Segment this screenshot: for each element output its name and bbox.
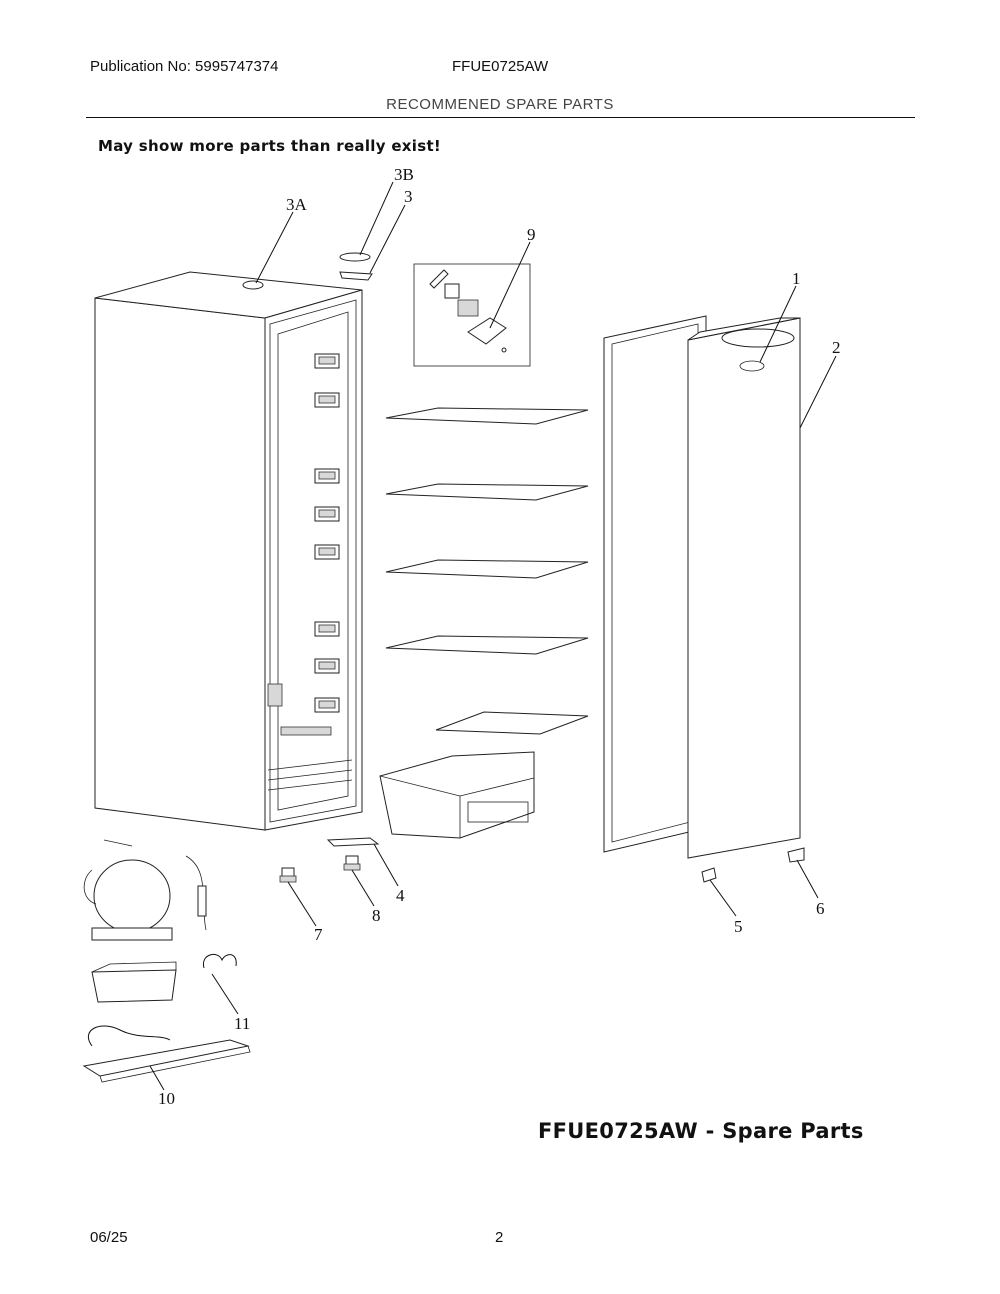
page-number: 2 — [495, 1229, 504, 1246]
crisper-drawer — [379, 751, 535, 839]
footer-date: 06/25 — [90, 1229, 128, 1246]
callout-5: 5 — [734, 917, 743, 936]
publication-number: Publication No: 5995747374 — [90, 58, 279, 75]
lower-hinges — [701, 847, 805, 883]
callout-7: 7 — [314, 925, 323, 944]
callout-3: 3 — [404, 187, 413, 206]
callout-labels: 3A 3B 3 9 1 2 4 7 8 5 6 11 10 — [158, 165, 841, 1108]
shelf-supports — [314, 353, 340, 713]
base-plate-and-cord — [82, 1025, 251, 1083]
model-number: FFUE0725AW — [452, 58, 549, 75]
callout-11: 11 — [234, 1014, 250, 1033]
callout-9: 9 — [527, 225, 536, 244]
section-title: RECOMMENED SPARE PARTS — [386, 96, 614, 113]
glass-shelves — [385, 407, 589, 735]
top-hinge-parts — [242, 252, 373, 290]
door-panel — [687, 317, 801, 859]
callout-3B: 3B — [394, 165, 414, 184]
drip-tray — [91, 961, 177, 1003]
callout-3A: 3A — [286, 195, 308, 214]
callout-4: 4 — [396, 886, 405, 905]
callout-8: 8 — [372, 906, 381, 925]
heater-wire — [202, 953, 237, 969]
bracket-and-feet — [279, 837, 380, 883]
callout-1: 1 — [792, 269, 801, 288]
diagram-title: FFUE0725AW - Spare Parts — [538, 1119, 864, 1143]
header-divider — [86, 117, 915, 118]
callout-2: 2 — [832, 338, 841, 357]
disclaimer-note: May show more parts than really exist! — [98, 137, 442, 155]
compressor — [83, 839, 207, 941]
leader-lines — [149, 181, 837, 1091]
callout-10: 10 — [158, 1089, 175, 1108]
control-parts-inset — [413, 263, 531, 367]
callout-6: 6 — [816, 899, 825, 918]
cabinet — [94, 271, 363, 831]
